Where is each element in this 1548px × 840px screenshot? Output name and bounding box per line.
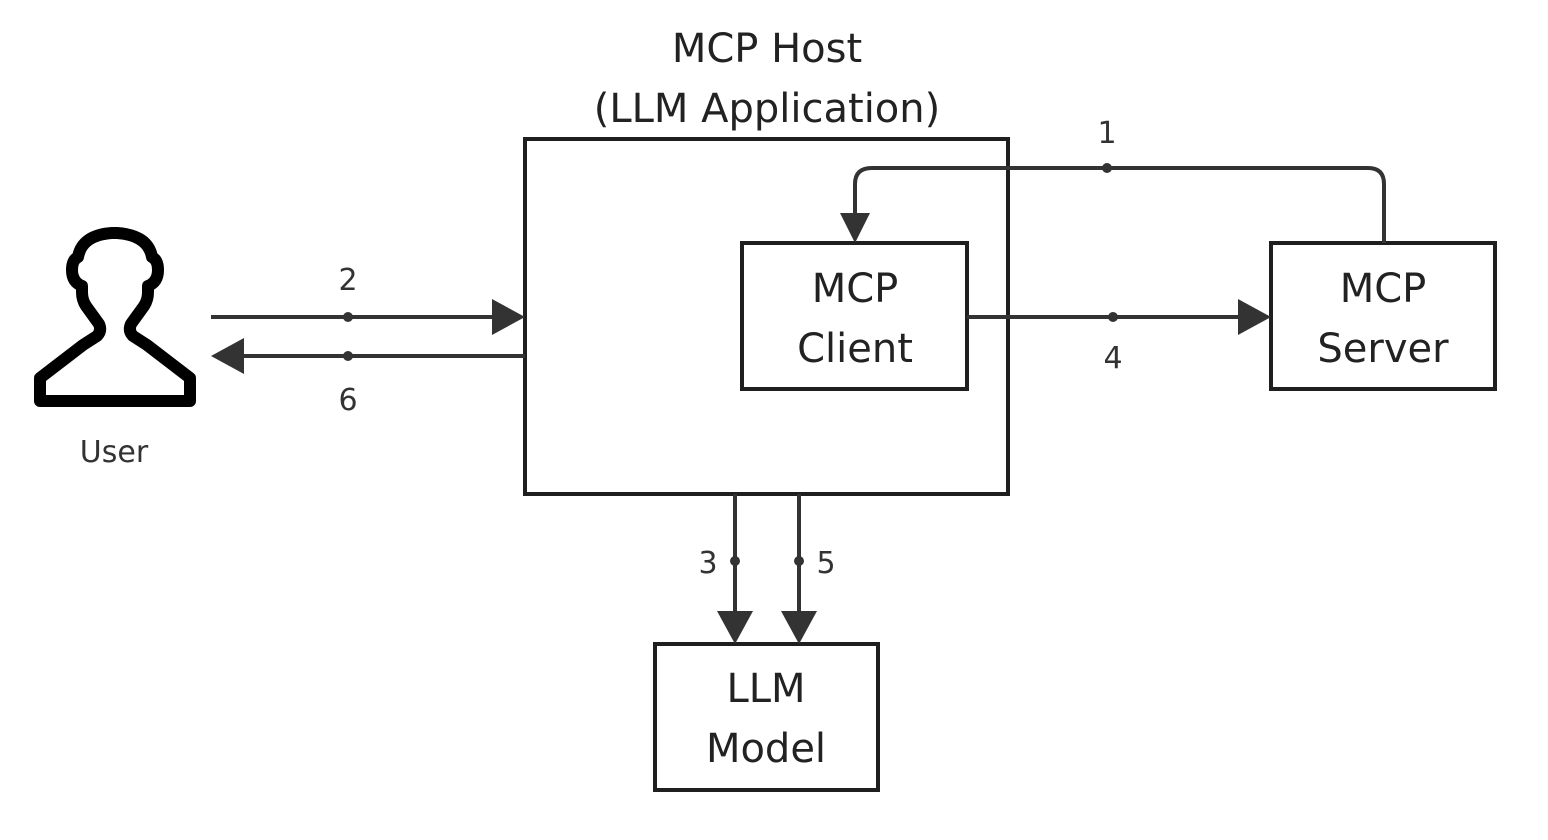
- mcp-server-label-line2: Server: [1317, 326, 1449, 372]
- step-label-1: 1: [1097, 116, 1116, 151]
- llm-model-label-line1: LLM: [726, 666, 805, 712]
- step-label-2: 2: [338, 263, 357, 298]
- arrow-step-5: [781, 494, 817, 644]
- arrow-step-4: [967, 299, 1271, 335]
- step-label-3: 3: [698, 546, 717, 581]
- step-label-5: 5: [816, 546, 835, 581]
- mcp-client-box: [740, 241, 969, 391]
- host-title-line2: (LLM Application): [594, 86, 941, 132]
- llm-model-box: [653, 642, 880, 792]
- host-title-line1: MCP Host: [672, 26, 862, 72]
- llm-model-label-line2: Model: [706, 726, 826, 772]
- step-label-4: 4: [1103, 341, 1122, 376]
- user-label: User: [80, 435, 149, 470]
- mcp-client-label-line1: MCP: [812, 266, 899, 312]
- arrow-step-1: [840, 163, 1386, 243]
- step-label-6: 6: [338, 383, 357, 418]
- user-icon: [34, 227, 196, 407]
- mcp-server-label-line1: MCP: [1340, 266, 1427, 312]
- arrow-step-2: [211, 299, 525, 335]
- arrow-step-3: [717, 494, 753, 644]
- mcp-client-label-line2: Client: [797, 326, 913, 372]
- arrow-step-6: [211, 338, 525, 374]
